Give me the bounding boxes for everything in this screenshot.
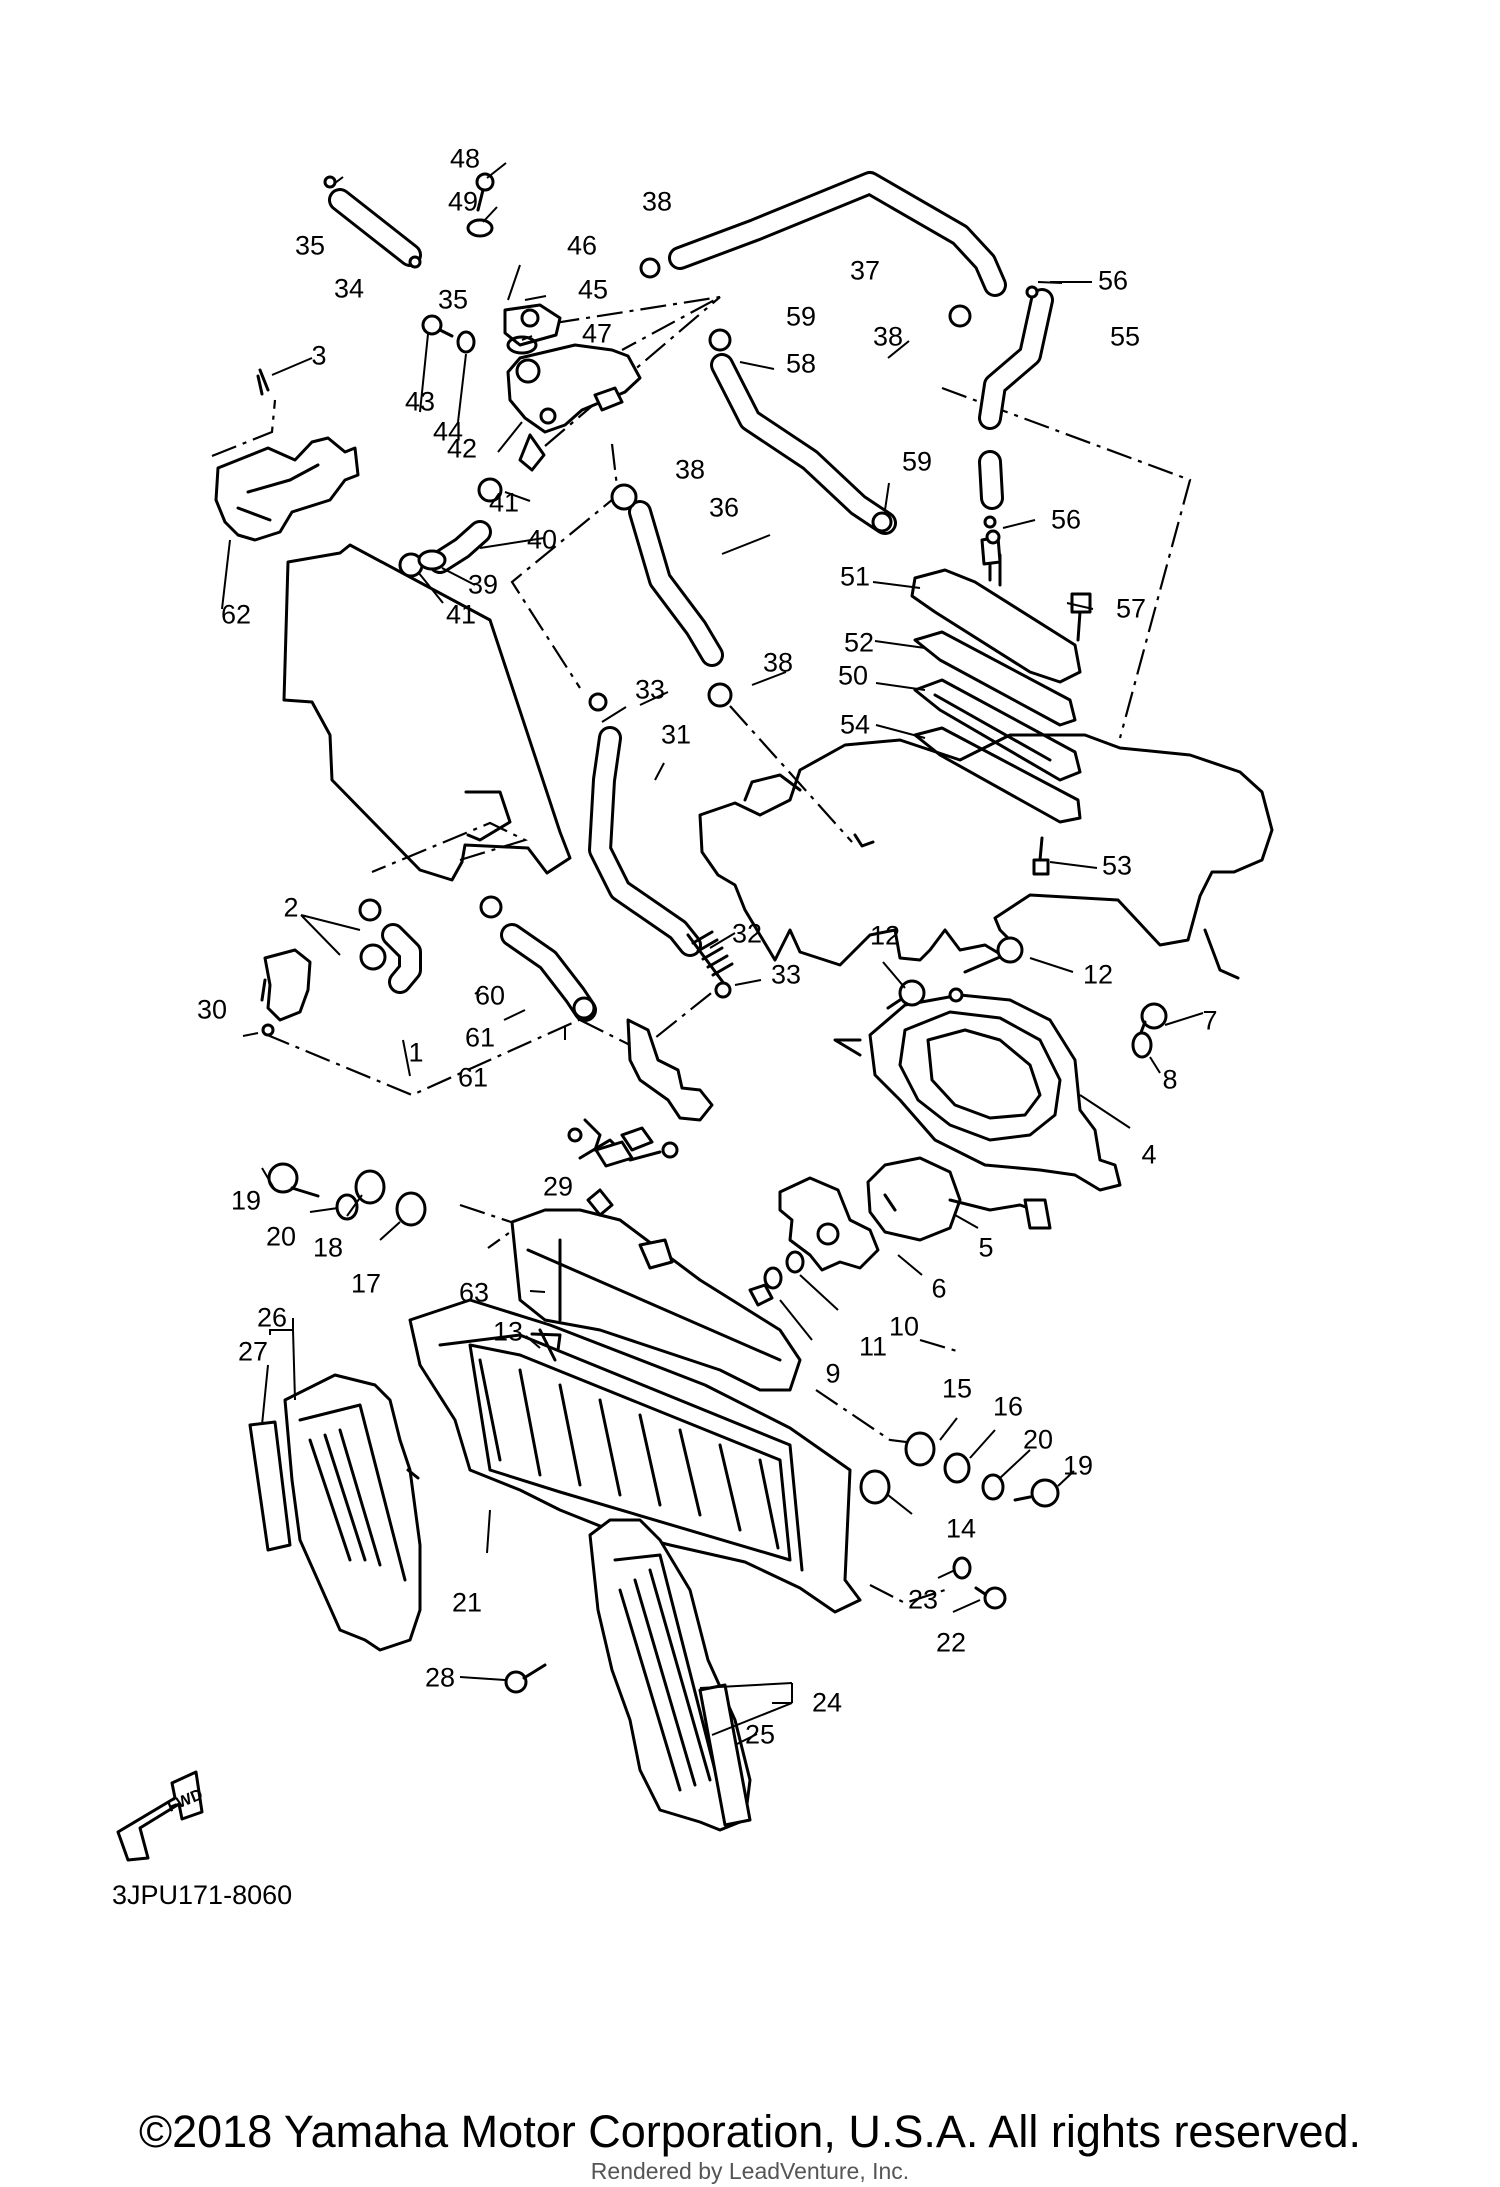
callout-12: 12 [869,920,901,951]
fan-shroud-4 [833,987,1122,1192]
callout-20: 20 [1022,1424,1054,1455]
callout-23: 23 [907,1584,939,1615]
radiator-21 [408,1298,862,1614]
callout-38: 38 [674,454,706,485]
callout-21: 21 [451,1587,483,1618]
callout-10: 10 [888,1311,920,1342]
callout-50: 50 [837,660,869,691]
callout-6: 6 [931,1273,947,1304]
diagram-code: 3JPU171-8060 [112,1880,293,1910]
callout-34: 34 [333,273,365,304]
leader-lines [221,162,1204,1746]
callout-1: 1 [408,1037,424,1068]
callout-60: 60 [474,980,506,1011]
engine-block-outline [698,733,1274,980]
callout-37: 37 [849,255,881,286]
callout-63: 63 [458,1277,490,1308]
callout-42: 42 [446,433,478,464]
callout-35: 35 [437,284,469,315]
hoses [328,171,1054,1022]
callout-54: 54 [839,709,871,740]
callout-59: 59 [901,446,933,477]
callout-41: 41 [445,599,477,630]
side-cover-26 [248,1373,422,1652]
callout-58: 58 [785,348,817,379]
callout-48: 48 [449,143,481,174]
callout-31: 31 [660,719,692,750]
callout-39: 39 [467,569,499,600]
callout-9: 9 [825,1358,841,1389]
side-cover-24 [588,1518,752,1832]
callout-33: 33 [634,674,666,705]
callout-61: 61 [457,1062,489,1093]
callout-18: 18 [312,1232,344,1263]
callout-44: 44 [432,416,464,447]
callout-24: 24 [811,1687,843,1718]
callout-19: 19 [230,1185,262,1216]
callout-56: 56 [1050,504,1082,535]
thermostat-cover-62 [214,436,360,542]
fan-blade-6 [778,1176,880,1272]
callout-3: 3 [311,340,327,371]
callout-38: 38 [641,186,673,217]
callout-45: 45 [577,274,609,305]
callout-20: 20 [265,1221,297,1252]
callout-40: 40 [526,524,558,555]
callout-38: 38 [762,647,794,678]
callout-46: 46 [566,230,598,261]
callout-47: 47 [581,318,613,349]
fasteners [258,368,1168,1694]
callout-5: 5 [978,1232,994,1263]
callout-30: 30 [196,994,228,1025]
callout-2: 2 [283,892,299,923]
water-pump-cover-51 [910,529,1082,684]
callout-62: 62 [220,599,252,630]
gaskets [913,630,1082,824]
callout-56: 56 [1097,265,1129,296]
callout-59: 59 [785,301,817,332]
copyright-notice: ©2018 Yamaha Motor Corporation, U.S.A. A… [138,2106,1362,2157]
rendered-by-watermark: Rendered by LeadVenture, Inc. [590,2158,910,2184]
callout-17: 17 [350,1268,382,1299]
radiator-top-63 [510,1188,802,1392]
callout-14: 14 [945,1513,977,1544]
callout-55: 55 [1109,321,1141,352]
callout-35: 35 [294,230,326,261]
callout-52: 52 [843,627,875,658]
reservoir-tank-outline [282,543,572,882]
callout-25: 25 [744,1719,776,1750]
callout-57: 57 [1115,593,1147,624]
callout-27: 27 [237,1336,269,1367]
callout-19: 19 [1062,1450,1094,1481]
callout-4: 4 [1141,1139,1157,1170]
water-pump-parts [260,948,714,1168]
thermostat-housing [398,172,642,578]
callout-7: 7 [1202,1005,1218,1036]
fan-motor-5 [866,1156,1052,1242]
callout-49: 49 [447,186,479,217]
clamps-and-small-parts [256,175,1039,1037]
callout-43: 43 [404,386,436,417]
callout-36: 36 [708,492,740,523]
callout-38: 38 [872,321,904,352]
callout-22: 22 [935,1627,967,1658]
callout-28: 28 [424,1662,456,1693]
callout-29: 29 [542,1171,574,1202]
callout-33: 33 [770,959,802,990]
callout-61: 61 [464,1022,496,1053]
callout-12: 12 [1082,959,1114,990]
callout-41: 41 [488,487,520,518]
callout-13: 13 [492,1316,524,1347]
callout-11: 11 [858,1331,888,1362]
fwd-arrow-icon [116,1770,204,1862]
callout-15: 15 [941,1373,973,1404]
callout-51: 51 [839,561,871,592]
callout-53: 53 [1101,850,1133,881]
callout-26: 26 [256,1302,288,1333]
callout-8: 8 [1162,1064,1178,1095]
callout-16: 16 [992,1391,1024,1422]
callout-32: 32 [731,918,763,949]
